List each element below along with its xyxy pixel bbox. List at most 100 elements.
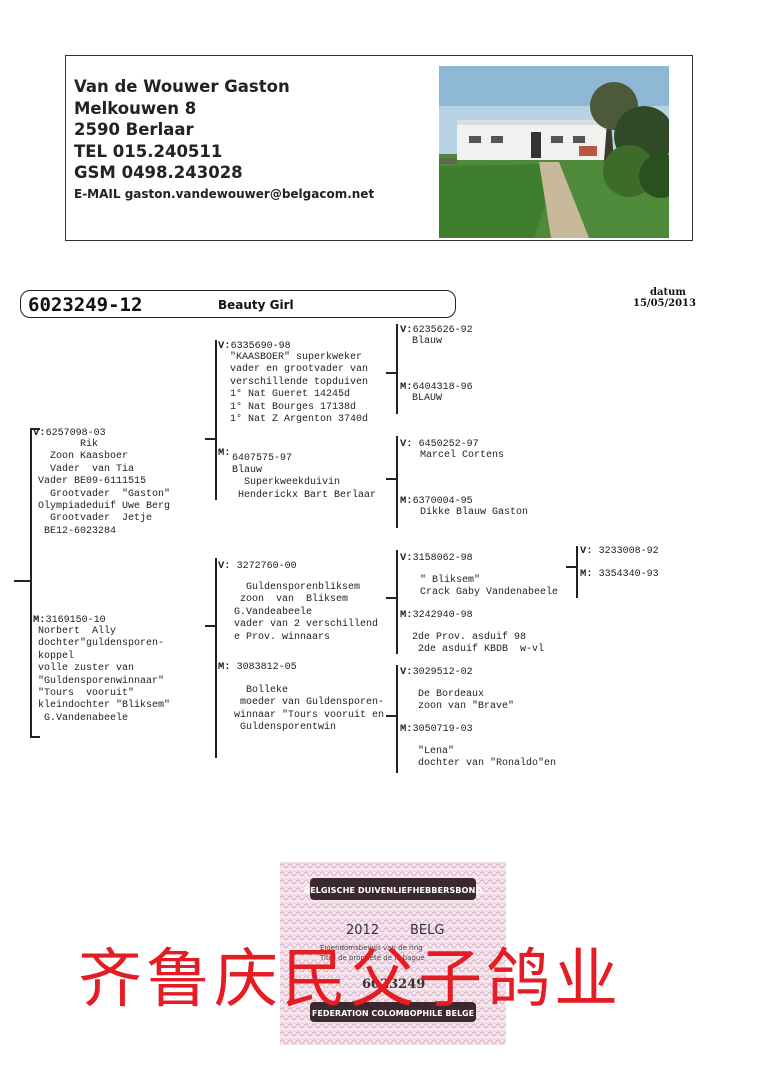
dam-sire-notes: Guldensporenbliksem zoon van Bliksem G.V… <box>234 582 379 643</box>
dam-sire-tag: V: <box>218 560 231 572</box>
ring-card-footer: FEDERATION COLOMBOPHILE BELGE <box>312 1009 474 1018</box>
watermark-text: 齐鲁庆民父子鸽业 <box>78 943 622 1017</box>
ring-card-line2: Titre de propriété de la bague <box>319 954 425 962</box>
bracket-tick <box>205 438 215 440</box>
ancestor-mvvv-entry: V: 3233008-92 <box>580 545 659 558</box>
ancestor-vvv-entry: V:6235626-92 <box>400 324 473 337</box>
ancestor-vmm-entry: M:6370004-95 <box>400 495 473 508</box>
owner-city: 2590 Berlaar <box>74 120 194 139</box>
ancestor-vmv-notes: Marcel Cortens <box>420 450 505 461</box>
bracket-tick <box>386 478 396 480</box>
sire-sire-ring: 6335690-98 <box>230 341 291 352</box>
sire-sire-tag: V: <box>218 340 231 352</box>
bracket-tick <box>30 736 40 738</box>
ancestor-vmv-ring: 6450252-97 <box>418 439 479 450</box>
ring-card-title: BELGISCHE DUIVENLIEFHEBBERSBOND <box>304 885 483 895</box>
dam-ring: 3169150-10 <box>45 615 106 626</box>
ancestor-vvv-tag: V: <box>400 324 413 336</box>
sire-dam-tag-text: M: <box>218 447 231 459</box>
ring-card-country: BELG <box>410 923 444 938</box>
bracket-gen1 <box>30 428 32 738</box>
sire-notes: Rik Zoon Kaasboer Vader van Tia Vader BE… <box>38 439 171 537</box>
bracket-gen3 <box>396 436 398 528</box>
sire-sire-notes: "KAASBOER" superkweker vader en grootvad… <box>230 352 369 426</box>
title-bar <box>20 290 456 318</box>
ancestor-vvv-ring: 6235626-92 <box>412 325 473 336</box>
pigeon-ring-number: 6023249-12 <box>28 294 143 316</box>
datum-label: datum <box>650 287 686 298</box>
ancestor-mvv-entry: V:3158062-98 <box>400 552 473 565</box>
bracket-tick <box>386 715 396 717</box>
bracket-tick <box>386 597 396 599</box>
ancestor-mmm-tag: M: <box>400 723 413 735</box>
datum-value: 15/05/2013 <box>633 298 696 309</box>
ancestor-mmv-ring: 3029512-02 <box>412 667 473 678</box>
ancestor-vmm-ring: 6370004-95 <box>412 496 473 507</box>
bracket-tick <box>566 566 576 568</box>
ancestor-mvvv-tag: V: <box>580 545 593 557</box>
ring-ownership-card: BELGISCHE DUIVENLIEFHEBBERSBOND 2012 BEL… <box>280 862 506 1045</box>
ancestor-mmv-tag: V: <box>400 666 413 678</box>
sire-entry: V:6257098-03 <box>33 427 106 440</box>
dam-sire-ring: 3272760-00 <box>236 561 297 572</box>
owner-contact: Van de Wouwer Gaston Melkouwen 8 2590 Be… <box>74 76 374 204</box>
ancestor-vvm-notes: BLAUW <box>412 393 443 404</box>
dam-dam-entry: M: 3083812-05 <box>218 661 297 674</box>
ancestor-vvm-tag: M: <box>400 381 413 393</box>
dam-dam-ring: 3083812-05 <box>236 662 297 673</box>
ancestor-vmm-notes: Dikke Blauw Gaston <box>420 507 529 518</box>
ancestor-mmm-entry: M:3050719-03 <box>400 723 473 736</box>
ancestor-mvv-ring: 3158062-98 <box>412 553 473 564</box>
loft-photo <box>439 66 669 238</box>
ancestor-mvv-notes: " Bliksem" Crack Gaby Vandenabeele <box>420 575 559 599</box>
ancestor-vvm-ring: 6404318-96 <box>412 382 473 393</box>
ancestor-mvm-notes: 2de Prov. asduif 98 2de asduif KBDB w-vl <box>412 632 545 656</box>
bracket-gen2-top <box>215 340 217 500</box>
dam-dam-tag: M: <box>218 661 231 673</box>
ancestor-vmm-tag: M: <box>400 495 413 507</box>
sire-ring: 6257098-03 <box>45 428 106 439</box>
ancestor-mvv-tag: V: <box>400 552 413 564</box>
ancestor-vvv-notes: Blauw <box>412 336 443 347</box>
ancestor-mmv-notes: De Bordeaux zoon van "Brave" <box>418 689 515 713</box>
sire-sire-entry: V:6335690-98 <box>218 340 291 353</box>
owner-street: Melkouwen 8 <box>74 98 197 118</box>
ancestor-mvvv-ring: 3233008-92 <box>598 546 659 557</box>
bracket-gen3 <box>396 550 398 654</box>
ring-card-number: 6023249 <box>362 977 425 992</box>
dam-dam-notes: Bolleke moeder van Guldensporen- winnaar… <box>234 685 385 734</box>
owner-info-box <box>65 55 693 241</box>
owner-name: Van de Wouwer Gaston <box>74 77 290 96</box>
owner-tel: TEL 015.240511 <box>74 141 223 161</box>
ancestor-mvvm-entry: M: 3354340-93 <box>580 568 659 581</box>
dam-sire-entry: V: 3272760-00 <box>218 560 297 573</box>
ancestor-vmv-tag: V: <box>400 438 413 450</box>
ancestor-mvm-tag: M: <box>400 609 413 621</box>
ancestor-mmm-notes: "Lena" dochter van "Ronaldo"en <box>418 746 557 770</box>
pigeon-name: Beauty Girl <box>218 298 294 312</box>
dam-entry: M:3169150-10 <box>33 614 106 627</box>
dam-notes: Norbert Ally dochter"guldensporen- koppe… <box>38 626 171 724</box>
sire-dam-notes: Blauw Superkweekduivin Henderickx Bart B… <box>232 465 377 501</box>
ancestor-mvvm-tag: M: <box>580 568 593 580</box>
sire-dam-tag: M: <box>218 447 231 460</box>
bracket-tick <box>386 372 396 374</box>
sire-dam-ring: 6407575-97 <box>232 453 293 464</box>
ancestor-mvvm-ring: 3354340-93 <box>598 569 659 580</box>
ancestor-mmv-entry: V:3029512-02 <box>400 666 473 679</box>
dam-tag: M: <box>33 614 46 626</box>
owner-gsm: GSM 0498.243028 <box>74 163 243 182</box>
sire-tag: V: <box>33 427 46 439</box>
ancestor-mvm-entry: M:3242940-98 <box>400 609 473 622</box>
bracket-tick <box>30 428 40 430</box>
bracket-tick <box>205 625 215 627</box>
ring-card-year: 2012 <box>346 923 379 938</box>
bracket-root <box>14 580 30 582</box>
ancestor-mmm-ring: 3050719-03 <box>412 724 473 735</box>
bracket-gen4 <box>576 546 578 598</box>
bracket-gen2-bottom <box>215 558 217 758</box>
ring-card-line1: Eigendomsbewijs van de ring <box>320 944 423 952</box>
owner-email: E-MAIL gaston.vandewouwer@belgacom.net <box>74 186 375 201</box>
ancestor-vvm-entry: M:6404318-96 <box>400 381 473 394</box>
bracket-gen3 <box>396 665 398 773</box>
